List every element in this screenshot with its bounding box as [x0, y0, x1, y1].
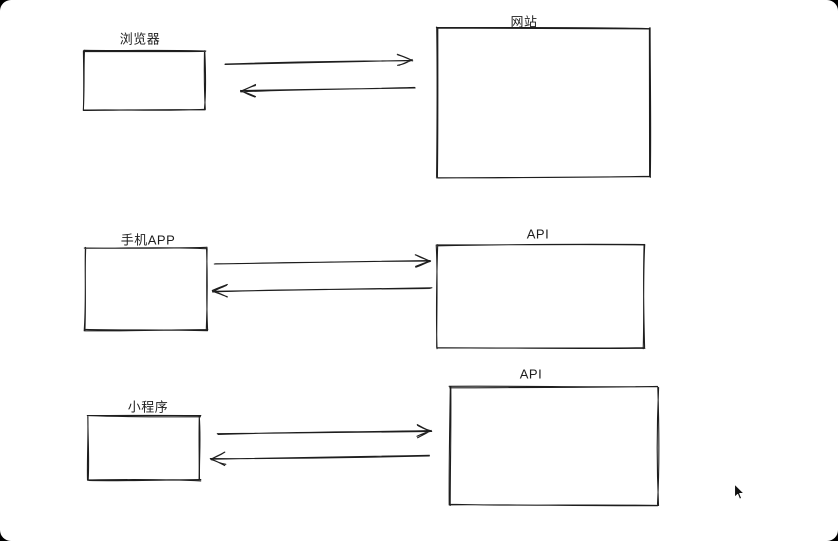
box-website[interactable]: [435, 26, 652, 179]
label-browser[interactable]: 浏览器: [119, 31, 161, 47]
arrow-mini-to-api[interactable]: [216, 424, 433, 439]
box-api-mobile[interactable]: [435, 243, 646, 350]
arrow-api-to-mobile[interactable]: [211, 283, 433, 298]
label-api-mini[interactable]: API: [519, 366, 543, 382]
arrow-mobile-to-api[interactable]: [213, 254, 432, 268]
label-website[interactable]: 网站: [510, 14, 538, 30]
label-api-mobile[interactable]: API: [526, 226, 550, 242]
box-browser[interactable]: [82, 49, 207, 111]
label-mini-program[interactable]: 小程序: [127, 399, 169, 415]
label-mobile-app[interactable]: 手机APP: [120, 232, 176, 248]
arrow-website-to-browser[interactable]: [240, 83, 416, 98]
arrow-browser-to-website[interactable]: [224, 53, 414, 66]
box-mini-program[interactable]: [86, 414, 202, 482]
box-api-mini[interactable]: [448, 385, 660, 507]
mouse-cursor-icon: [734, 483, 745, 500]
box-mobile-app[interactable]: [83, 246, 209, 332]
arrow-api-to-mini[interactable]: [209, 451, 430, 467]
